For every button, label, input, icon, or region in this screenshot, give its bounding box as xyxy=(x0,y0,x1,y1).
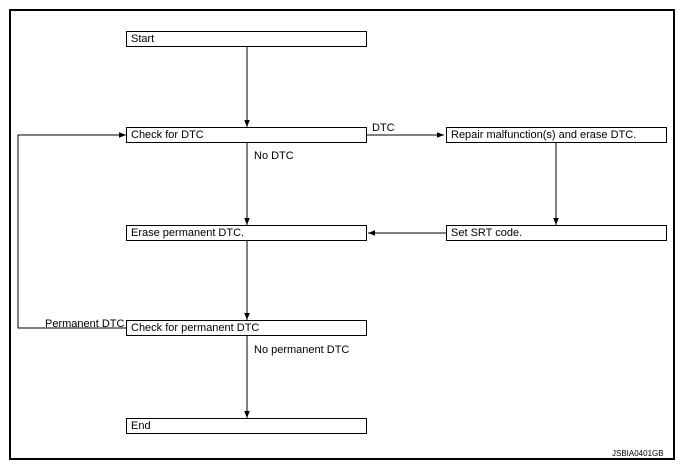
branch-label-no-dtc: No DTC xyxy=(254,150,294,162)
branch-label-no-permanent-dtc: No permanent DTC xyxy=(254,344,350,356)
step-check-permanent-dtc: Check for permanent DTC xyxy=(126,320,367,336)
step-end: End xyxy=(126,418,367,434)
branch-label-dtc: DTC xyxy=(372,122,395,134)
step-repair-malfunction: Repair malfunction(s) and erase DTC. xyxy=(446,127,667,143)
step-start: Start xyxy=(126,31,367,47)
loop-permanent-dtc-to-check-dtc xyxy=(17,132,126,329)
step-check-for-dtc: Check for DTC xyxy=(126,127,367,143)
step-set-srt-code: Set SRT code. xyxy=(446,225,667,241)
branch-label-permanent-dtc: Permanent DTC xyxy=(45,318,125,330)
step-erase-permanent-dtc: Erase permanent DTC. xyxy=(126,225,367,241)
figure-code: JSBIA0401GB xyxy=(612,449,664,458)
